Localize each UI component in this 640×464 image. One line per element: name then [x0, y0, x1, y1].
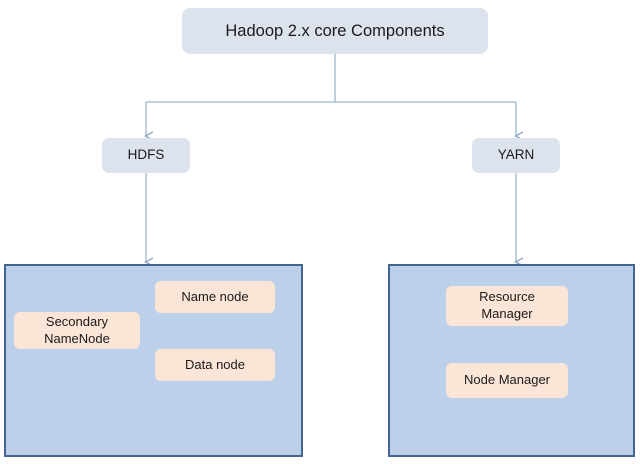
node-manager-box: Node Manager — [446, 363, 568, 398]
secondary-namenode-label: Secondary NameNode — [44, 314, 110, 348]
name-node-label: Name node — [181, 288, 249, 304]
name-node-box: Name node — [155, 281, 275, 313]
yarn-box: YARN — [472, 138, 560, 173]
hdfs-box-label: HDFS — [127, 147, 165, 163]
resource-manager-label-line1: Resource — [479, 289, 535, 305]
yarn-box-label: YARN — [497, 147, 535, 163]
resource-manager-box: Resource Manager — [446, 286, 568, 326]
secondary-namenode-box: Secondary NameNode — [14, 312, 140, 349]
secondary-namenode-label-line2: NameNode — [44, 330, 110, 346]
title-box: Hadoop 2.x core Components — [182, 8, 488, 54]
resource-manager-label: Resource Manager — [479, 289, 535, 323]
data-node-box: Data node — [155, 349, 275, 381]
secondary-namenode-label-line1: Secondary — [45, 313, 109, 329]
resource-manager-label-line2: Manager — [481, 306, 533, 321]
node-manager-label: Node Manager — [464, 372, 550, 388]
hdfs-box: HDFS — [102, 138, 190, 173]
data-node-label: Data node — [185, 356, 245, 372]
title-box-label: Hadoop 2.x core Components — [225, 21, 445, 40]
